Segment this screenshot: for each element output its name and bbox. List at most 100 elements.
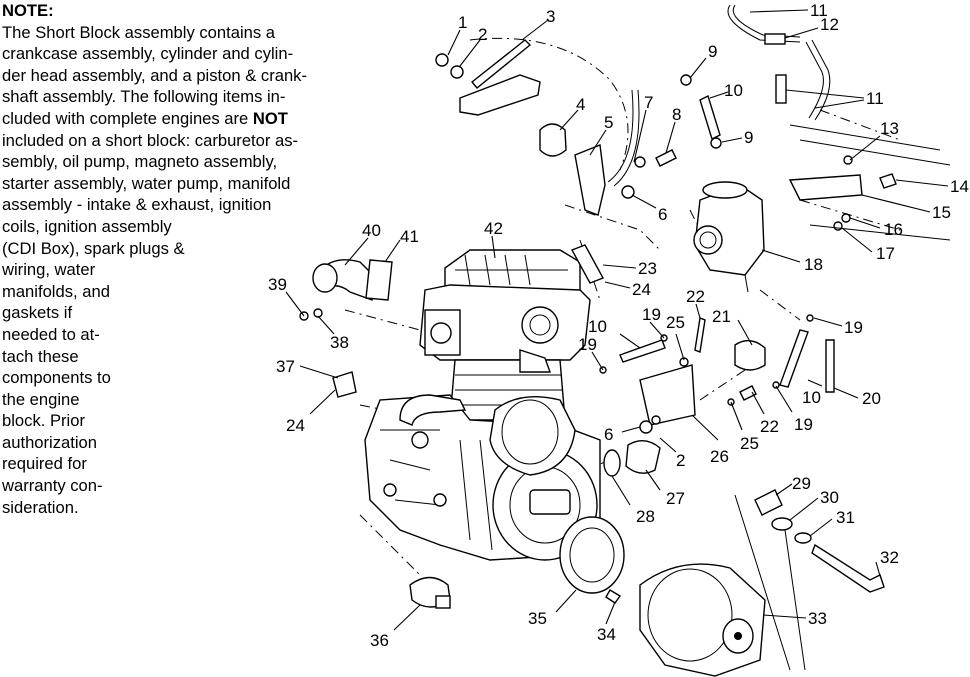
lower-right-parts [559, 489, 885, 677]
callout-41: 41 [400, 227, 419, 246]
part-9-clamp [680, 74, 692, 86]
callout-8: 8 [672, 105, 681, 124]
callout-23: 23 [638, 259, 657, 278]
note-line: coils, ignition assembly [2, 216, 172, 236]
part-16-washer [841, 213, 851, 223]
right-middle-parts [571, 244, 835, 477]
part-30-washer [771, 517, 793, 531]
intake-port [521, 306, 559, 344]
part-12-tee [764, 33, 786, 45]
part-14-bolt [879, 173, 897, 189]
callout-10-top: 10 [724, 81, 743, 100]
callout-29: 29 [792, 474, 811, 493]
note-line: required for [2, 454, 87, 474]
note-line: warranty con- [2, 476, 103, 496]
note-line: components to [2, 368, 111, 388]
note-line: manifolds, and [2, 281, 110, 301]
note-line: starter assembly, water pump, manifold [2, 173, 291, 193]
callout-21: 21 [712, 307, 731, 326]
part-37-cap [332, 371, 357, 398]
part-1-nut [435, 53, 449, 67]
part-38-washer [313, 308, 323, 318]
callout-2-lower: 2 [676, 451, 685, 470]
note-line: block. Prior [2, 411, 85, 431]
part-10-tube [699, 95, 721, 140]
note-line: the engine [2, 389, 80, 409]
callout-18: 18 [804, 255, 823, 274]
note-line: gaskets if [2, 303, 73, 323]
callout-7: 7 [644, 93, 653, 112]
part-26-plate [639, 364, 696, 426]
callout-19-mid: 19 [642, 305, 661, 324]
callout-9-lower: 9 [744, 128, 753, 147]
callout-12: 12 [820, 15, 839, 34]
callout-22-lower: 22 [760, 417, 779, 436]
part-27-cap [625, 440, 661, 474]
leader-lines [285, 9, 949, 631]
note-line: der head assembly, and a piston & crank- [2, 65, 307, 85]
part-2-washer [450, 65, 464, 79]
note-line: The Short Block assembly contains a [2, 22, 276, 42]
note-line: wiring, water [2, 260, 96, 280]
part-41-gasket [365, 259, 393, 301]
part-10-pin [619, 339, 666, 363]
note-line: cluded with complete engines are [2, 108, 253, 128]
callout-26: 26 [710, 447, 729, 466]
part-22-bolt [694, 317, 706, 353]
callout-31: 31 [836, 508, 855, 527]
callout-10-lower: 10 [802, 388, 821, 407]
note-line: sideration. [2, 497, 79, 517]
note-line: needed to at- [2, 324, 100, 344]
part-29-spacer [754, 489, 783, 516]
callout-42: 42 [484, 219, 503, 238]
callout-9-top: 9 [708, 42, 717, 61]
callout-24-left: 24 [286, 416, 305, 435]
callout-10-mid: 10 [588, 317, 607, 336]
note-line: shaft assembly. The following items in- [2, 87, 286, 107]
callout-36: 36 [370, 631, 389, 650]
part-10-rod [779, 329, 809, 388]
callout-19-lower: 19 [794, 415, 813, 434]
part-3-stud [471, 39, 532, 89]
callout-25-top: 25 [666, 313, 685, 332]
part-4-spacer [539, 123, 567, 157]
part-34-bolt [605, 589, 622, 604]
callout-35: 35 [528, 609, 547, 628]
callout-14: 14 [950, 177, 969, 196]
callout-19-right: 19 [844, 318, 863, 337]
note-line: sembly, oil pump, magneto assembly, [2, 152, 278, 172]
note-line: authorization [2, 432, 98, 452]
callout-6: 6 [658, 205, 667, 224]
callout-24-right: 24 [632, 280, 651, 299]
part-31-washer [794, 532, 812, 544]
callout-4: 4 [576, 95, 585, 114]
coolant-hose [399, 394, 467, 426]
callout-39: 39 [268, 275, 287, 294]
part-32-bolt [811, 543, 885, 593]
note-text-block: NOTE: The Short Block assembly contains … [2, 0, 372, 518]
callout-11-top: 11 [810, 1, 828, 20]
engine-block [364, 249, 601, 561]
callout-labels: 1 2 3 4 5 7 6 8 9 9 10 11 12 11 13 14 15… [268, 1, 969, 650]
callout-13: 13 [880, 119, 899, 138]
note-line: tach these [2, 346, 79, 366]
callout-5: 5 [604, 113, 613, 132]
callout-28: 28 [636, 507, 655, 526]
part-11-tube [775, 74, 787, 104]
callout-17: 17 [876, 244, 895, 263]
part-23-hose [571, 244, 604, 284]
callout-3: 3 [546, 7, 555, 26]
callout-40: 40 [362, 221, 381, 240]
callout-6-lower: 6 [604, 425, 613, 444]
bracket-top [459, 74, 541, 116]
part-7-hose [607, 89, 634, 183]
note-heading: NOTE: [2, 1, 54, 20]
part-6-nut [621, 185, 635, 199]
callout-30: 30 [820, 488, 839, 507]
top-parts [435, 39, 677, 216]
part-28-clamp [603, 449, 621, 477]
part-21-pulley [734, 340, 766, 371]
note-line: (CDI Box), spark plugs & [2, 238, 185, 258]
note-line-with-emphasis: cluded with complete engines are NOT [2, 108, 372, 130]
